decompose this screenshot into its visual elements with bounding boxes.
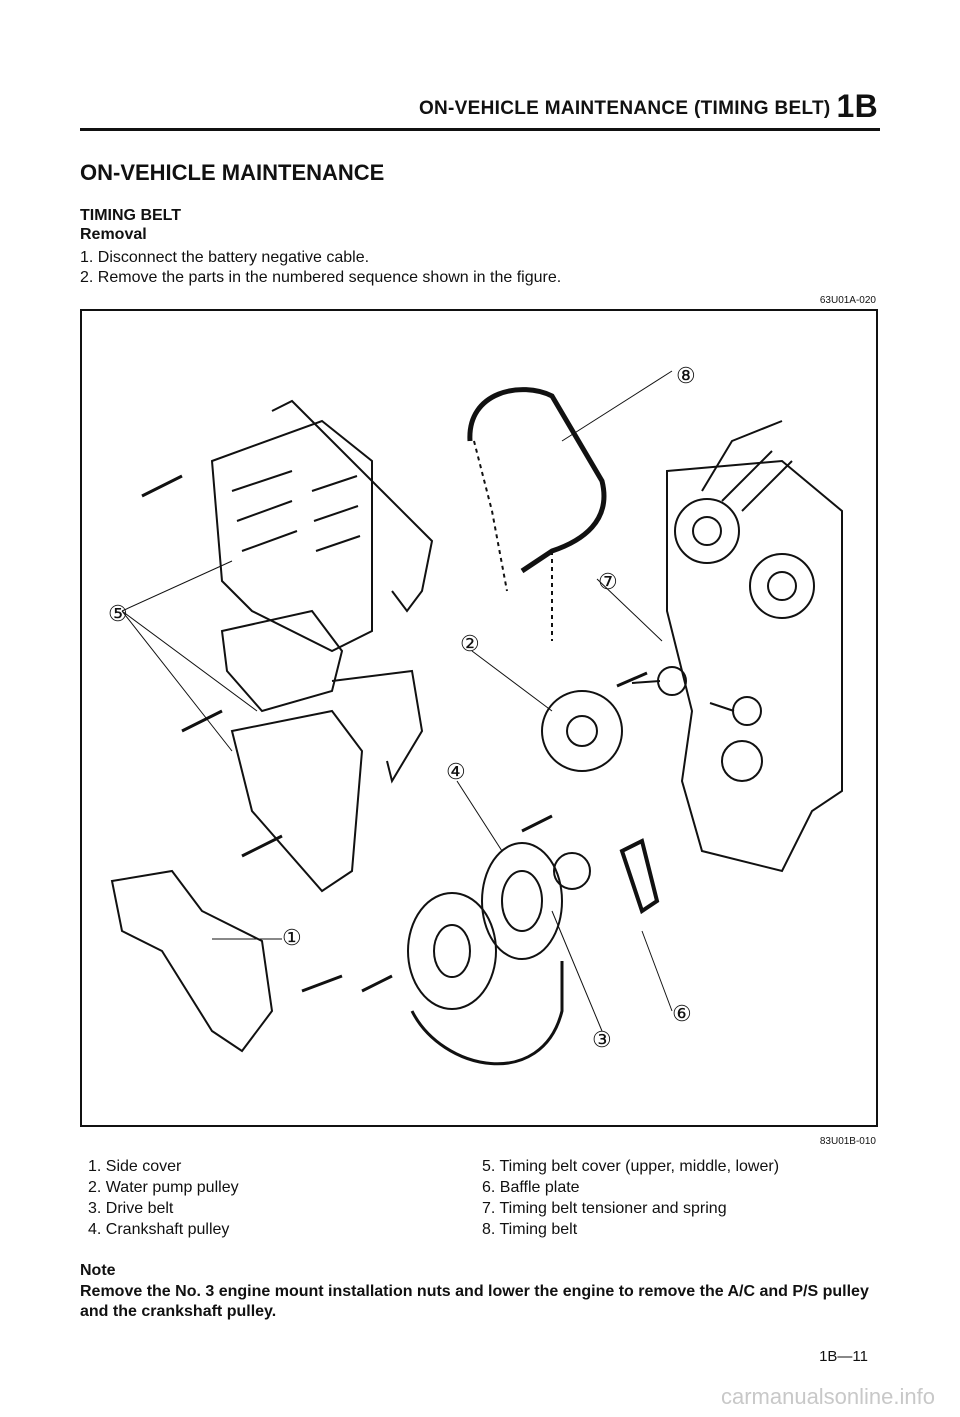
idler-pulley — [732, 696, 762, 726]
legend-left: 1. Side cover 2. Water pump pulley 3. Dr… — [88, 1156, 239, 1240]
callout-8: ⑧ — [676, 363, 696, 388]
legend-item: 7. Timing belt tensioner and spring — [482, 1200, 727, 1217]
legend-item: 3. Drive belt — [88, 1200, 174, 1217]
legend-item: 6. Baffle plate — [482, 1179, 580, 1196]
page-number: 1B—11 — [819, 1348, 868, 1365]
baffle-plate — [553, 852, 591, 890]
figure-frame: ⑧ ⑦ ② ⑤ ④ ① ⑥ ③ — [80, 309, 878, 1127]
timing-belt — [467, 387, 607, 574]
crank-sprocket — [721, 740, 763, 782]
note-heading: Note — [80, 1262, 116, 1279]
note-text: Remove the No. 3 engine mount installati… — [80, 1283, 869, 1320]
legend-right: 5. Timing belt cover (upper, middle, low… — [482, 1156, 779, 1240]
legend-item: 5. Timing belt cover (upper, middle, low… — [482, 1158, 780, 1175]
legend-item: 1. Side cover — [88, 1158, 182, 1175]
section-code: 1B — [836, 88, 878, 124]
figure-code-top: 63U01A-020 — [819, 295, 876, 306]
header-title: ON-VEHICLE MAINTENANCE (TIMING BELT) — [418, 98, 831, 119]
callout-7: ⑦ — [598, 569, 618, 594]
callout-4: ④ — [446, 759, 466, 784]
figure-code-bottom: 83U01B-010 — [819, 1136, 876, 1147]
upper-timing-cover — [210, 419, 373, 653]
step-2: 2. Remove the parts in the numbered sequ… — [80, 269, 562, 286]
sub-heading: Removal — [80, 226, 147, 243]
side-cover — [110, 869, 274, 1053]
middle-timing-cover — [220, 609, 344, 713]
step-1: 1. Disconnect the battery negative cable… — [80, 249, 370, 266]
callout-2: ② — [460, 631, 480, 656]
crankshaft-pulley — [481, 842, 563, 960]
callout-5: ⑤ — [108, 601, 128, 626]
cover-gasket — [271, 399, 434, 613]
callout-3: ③ — [592, 1027, 612, 1052]
engine-block — [666, 459, 843, 873]
lower-timing-cover — [230, 709, 364, 893]
crank-pulley-front — [407, 892, 497, 1010]
page-title: ON-VEHICLE MAINTENANCE — [80, 160, 385, 185]
callout-6: ⑥ — [672, 1001, 692, 1026]
cam-sprocket-2 — [749, 553, 815, 619]
header-rule — [80, 128, 880, 131]
legend-item: 8. Timing belt — [482, 1221, 578, 1238]
legend-item: 2. Water pump pulley — [88, 1179, 239, 1196]
water-pump-pulley — [541, 690, 623, 772]
legend-item: 4. Crankshaft pulley — [88, 1221, 230, 1238]
tensioner-pulley — [657, 666, 687, 696]
drive-belt — [410, 961, 564, 1066]
running-header: ON-VEHICLE MAINTENANCE (TIMING BELT)1B — [419, 88, 878, 125]
watermark: carmanualsonline.info — [720, 1384, 935, 1409]
cam-sprocket-1 — [674, 498, 740, 564]
exploded-view-illustration — [110, 370, 843, 1066]
callout-1: ① — [282, 925, 302, 950]
subsection-heading: TIMING BELT — [80, 207, 182, 224]
